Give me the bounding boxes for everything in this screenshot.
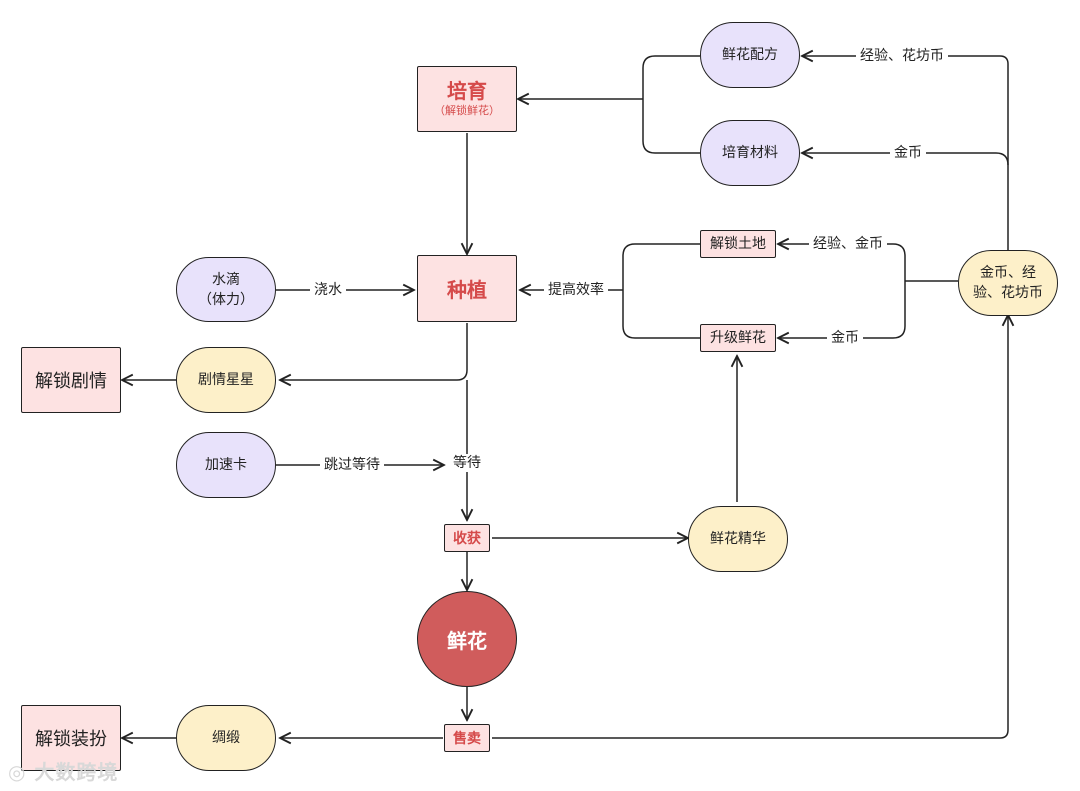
watermark: ◎ 大数跨境 (8, 756, 118, 785)
edge-sell-to-rewards (492, 315, 1008, 739)
edge-plant-to-stars (280, 323, 468, 380)
edge-label-wait: 等待 (449, 454, 485, 472)
edge-recipe-to-bracket (642, 55, 700, 154)
silk-label: 绸缎 (212, 730, 240, 746)
edge-label-exp-shop-coin: 经验、花坊币 (856, 47, 948, 65)
silk-node: 绸缎 (176, 705, 276, 771)
speed-card-node: 加速卡 (176, 432, 276, 498)
water-drop-line2: （体力） (198, 291, 254, 308)
edge-label-coin-top: 金币 (890, 144, 926, 162)
harvest-label: 收获 (453, 531, 481, 547)
edge-label-skip-wait: 跳过等待 (320, 456, 384, 474)
cultivate-subtitle: （解锁鲜花） (434, 104, 500, 117)
flower-recipe-label: 鲜花配方 (722, 47, 778, 63)
edge-rewards-to-material (802, 153, 1009, 166)
flower-recipe-node: 鲜花配方 (700, 22, 800, 88)
unlock-story-node: 解锁剧情 (21, 347, 121, 413)
unlock-outfit-node: 解锁装扮 (21, 705, 121, 771)
flower-essence-node: 鲜花精华 (688, 506, 788, 572)
upgrade-flower-node: 升级鲜花 (700, 324, 776, 352)
plant-node: 种植 (417, 255, 517, 322)
upgrade-flower-label: 升级鲜花 (710, 330, 766, 346)
cultivate-material-node: 培育材料 (700, 120, 800, 186)
sell-label: 售卖 (453, 731, 481, 747)
cultivate-material-label: 培育材料 (722, 145, 778, 161)
edge-label-exp-coin: 经验、金币 (809, 235, 887, 253)
cultivate-title: 培育 (447, 79, 487, 103)
water-drop-node: 水滴 （体力） (176, 257, 276, 322)
sell-node: 售卖 (444, 724, 490, 752)
edge-label-improve-efficiency: 提高效率 (544, 281, 608, 299)
story-stars-node: 剧情星星 (176, 347, 276, 413)
edge-rewards-to-recipe (802, 56, 1009, 250)
story-stars-label: 剧情星星 (198, 372, 254, 388)
edge-bracket-to-land (778, 244, 906, 281)
edge-land-upgrade-bracket (622, 243, 700, 339)
edge-label-water: 浇水 (310, 281, 346, 299)
water-drop-line1: 水滴 (212, 271, 240, 288)
plant-label: 种植 (447, 278, 487, 302)
unlock-land-node: 解锁土地 (700, 230, 776, 258)
flower-essence-label: 鲜花精华 (710, 531, 766, 547)
edge-label-coin-mid: 金币 (827, 329, 863, 347)
flower-node: 鲜花 (417, 591, 517, 687)
unlock-story-label: 解锁剧情 (35, 371, 107, 392)
harvest-node: 收获 (444, 524, 490, 552)
edge-bracket-to-upgrade (778, 281, 906, 338)
speed-card-label: 加速卡 (205, 457, 247, 473)
rewards-node: 金币、经 验、花坊币 (958, 250, 1058, 316)
unlock-outfit-label: 解锁装扮 (35, 729, 107, 750)
watermark-text: 大数跨境 (34, 760, 119, 784)
cultivate-node: 培育 （解锁鲜花） (417, 66, 517, 132)
rewards-line1: 金币、经 (980, 265, 1036, 281)
rewards-line2: 验、花坊币 (973, 285, 1043, 301)
unlock-land-label: 解锁土地 (710, 236, 766, 252)
watermark-logo-icon: ◎ (8, 760, 35, 784)
flower-label: 鲜花 (447, 628, 487, 653)
